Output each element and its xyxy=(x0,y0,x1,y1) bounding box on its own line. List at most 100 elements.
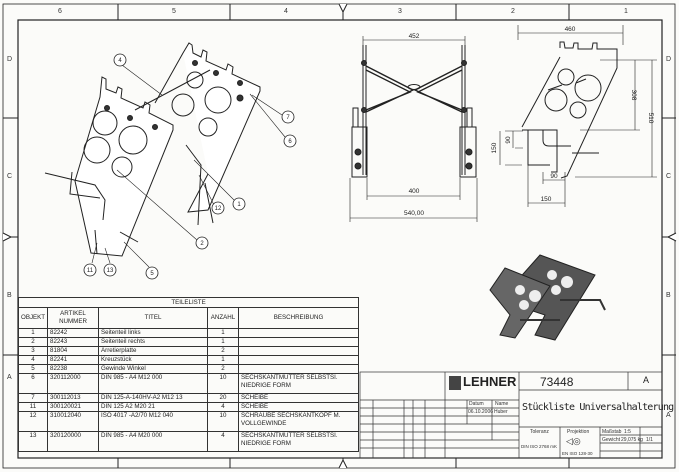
zone-side-c: C xyxy=(7,173,13,180)
beschreibung-cell: SCHEIBE xyxy=(237,393,360,403)
beschreibung-cell xyxy=(237,346,360,356)
artikel-cell: 310012040 xyxy=(47,411,99,432)
titel-cell: Kreuzstück xyxy=(98,355,208,365)
drawn-date: 06.10.2006 xyxy=(468,409,494,415)
header-artikel-nummer: ARTIKEL NUMMER xyxy=(47,307,99,329)
titel-cell: DIN 985 - A4 M12 000 xyxy=(98,373,208,394)
objekt-cell: 1 xyxy=(18,328,48,338)
dim-452: 452 xyxy=(409,33,420,40)
titel-cell: Arretierplatte xyxy=(98,346,208,356)
header-anzahl: ANZAHL xyxy=(207,307,239,329)
dim-150-horizontal: 150 xyxy=(541,196,552,203)
objekt-cell: 7 xyxy=(18,393,48,403)
anzahl-cell: 10 xyxy=(207,411,239,432)
scale-value: 1:5 xyxy=(624,429,631,435)
titel-cell: Seitenteil links xyxy=(98,328,208,338)
beschreibung-cell xyxy=(237,337,360,347)
anzahl-cell: 4 xyxy=(207,402,239,412)
titel-cell: DIN 125-A-140HV-A2 M12 13 xyxy=(98,393,208,403)
dim-90-horizontal: 90 xyxy=(550,173,558,180)
beschreibung-cell xyxy=(237,364,360,374)
anzahl-cell: 20 xyxy=(207,393,239,403)
beschreibung-cell: SCHRAUBE SECHSKANTKOPF M. VOLLGEWINDE xyxy=(237,411,360,432)
zone-top-3: 3 xyxy=(398,8,402,15)
zone-side-a: A xyxy=(7,374,12,381)
zone-right-b: B xyxy=(666,292,671,299)
sheet-number: 1/1 xyxy=(646,437,653,443)
titel-cell: Seitenteil rechts xyxy=(98,337,208,347)
artikel-cell: 300120021 xyxy=(47,402,99,412)
objekt-cell: 6 xyxy=(18,373,48,394)
drawing-title: Stückliste Universalhalterung xyxy=(522,402,674,413)
beschreibung-cell xyxy=(237,355,360,365)
dim-308: 308 xyxy=(630,90,637,101)
scale-label: Maßstab xyxy=(602,429,622,435)
header-titel: TITEL xyxy=(98,307,208,329)
zone-side-b: B xyxy=(7,292,12,299)
dim-150-vertical: 150 xyxy=(491,142,498,153)
artikel-cell: 320112000 xyxy=(47,373,99,394)
beschreibung-cell xyxy=(237,328,360,338)
artikel-cell: 82242 xyxy=(47,328,99,338)
company-name: LEHNER xyxy=(463,374,517,389)
titel-cell: DIN 985 - A4 M20 000 xyxy=(98,431,208,452)
titel-cell: Gewinde Winkel xyxy=(98,364,208,374)
zone-top-6: 6 xyxy=(58,8,62,15)
objekt-cell: 5 xyxy=(18,364,48,374)
anzahl-cell: 1 xyxy=(207,328,239,338)
anzahl-cell: 2 xyxy=(207,364,239,374)
sheet-frame xyxy=(2,3,677,469)
dim-510: 510 xyxy=(647,113,654,124)
anzahl-cell: 2 xyxy=(207,346,239,356)
dim-400: 400 xyxy=(409,188,420,195)
balloon-7: 7 xyxy=(286,115,290,121)
parts-list-title: TEILELISTE xyxy=(17,297,360,308)
tolerance-label: Toleranz xyxy=(530,429,549,435)
dim-90-vertical: 90 xyxy=(505,136,512,144)
anzahl-cell: 1 xyxy=(207,355,239,365)
balloon-2: 2 xyxy=(200,241,204,247)
zone-side-d: D xyxy=(7,56,13,63)
side-view xyxy=(499,25,657,207)
revision-letter: A xyxy=(643,375,650,385)
weight-label: Gewicht xyxy=(602,437,621,443)
projection-symbol-icon: ◁◎ xyxy=(566,436,581,446)
lehner-logo-icon xyxy=(449,375,461,390)
artikel-cell: 320120000 xyxy=(47,431,99,452)
objekt-cell: 11 xyxy=(18,402,48,412)
artikel-cell: 82238 xyxy=(47,364,99,374)
balloon-4: 4 xyxy=(118,58,122,64)
dim-540: 540,00 xyxy=(404,210,424,217)
objekt-cell: 2 xyxy=(18,337,48,347)
company-logo: LEHNER xyxy=(449,374,516,390)
dim-460: 460 xyxy=(565,26,576,33)
parts-list-table: TEILELISTE OBJEKT ARTIKEL NUMMER TITEL A… xyxy=(17,297,360,452)
zone-top-5: 5 xyxy=(172,8,176,15)
balloon-13: 13 xyxy=(107,268,114,274)
drawing-number: 73448 xyxy=(540,375,574,389)
tolerance-standard: DIN ISO 2768 mK xyxy=(521,444,558,449)
artikel-cell: 82241 xyxy=(47,355,99,365)
titel-cell: DIN 125 A2 M20 21 xyxy=(98,402,208,412)
name-label: Name xyxy=(495,401,509,407)
anzahl-cell: 1 xyxy=(207,337,239,347)
projection-label: Projektion xyxy=(567,429,590,435)
small-isometric-render xyxy=(489,254,606,341)
weight-value: 29,075 kg xyxy=(621,437,643,443)
balloon-5: 5 xyxy=(150,271,154,277)
drawn-by: Huber xyxy=(494,409,508,415)
beschreibung-cell: SCHEIBE xyxy=(237,402,360,412)
zone-right-c: C xyxy=(666,173,672,180)
balloon-1: 1 xyxy=(237,202,241,208)
zone-top-2: 2 xyxy=(511,8,515,15)
